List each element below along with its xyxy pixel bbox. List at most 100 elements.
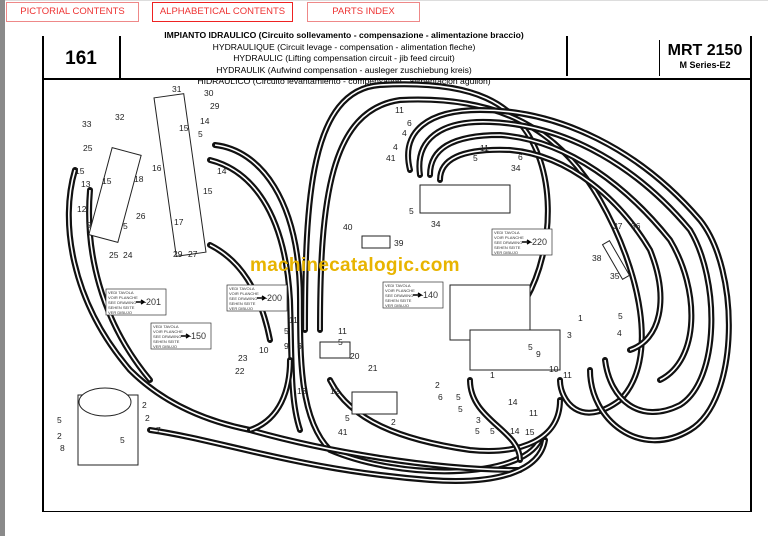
arrow-icon <box>522 239 533 245</box>
ref-line: VER DIBUJO <box>494 250 518 255</box>
callout-5: 5 <box>86 220 91 230</box>
callout-5: 5 <box>57 415 62 425</box>
hose-highlight <box>209 244 271 341</box>
hose-highlight <box>469 379 521 461</box>
hose-highlight <box>209 159 301 431</box>
ref-line: VER DIBUJO <box>108 310 132 315</box>
watermark: machinecatalogic.com <box>250 255 460 276</box>
callout-6: 6 <box>407 118 412 128</box>
ref-line: VER DIBUJO <box>229 306 253 311</box>
callout-12: 12 <box>330 386 340 396</box>
hose-highlight <box>407 109 730 442</box>
callout-5: 5 <box>458 404 463 414</box>
model-name: MRT 2150 <box>667 42 743 59</box>
callout-2: 2 <box>57 431 62 441</box>
callout-3: 3 <box>567 330 572 340</box>
callout-5: 5 <box>198 129 203 139</box>
callout-9: 9 <box>536 349 541 359</box>
callout-35: 35 <box>610 271 620 281</box>
pictorial-contents-button[interactable]: PICTORIAL CONTENTS <box>6 2 139 22</box>
ref-line: VER DIBUJO <box>153 344 177 349</box>
hose-highlight <box>429 134 693 381</box>
callout-5: 5 <box>120 435 125 445</box>
ref-page: 201 <box>146 297 161 307</box>
callout-9: 9 <box>284 341 289 351</box>
ref-page: 200 <box>267 293 282 303</box>
callout-4: 4 <box>393 142 398 152</box>
motor-cover <box>78 387 132 417</box>
callout-34: 34 <box>431 219 441 229</box>
compensation-cylinder <box>153 93 207 257</box>
ref-line: SEHEN SEITE <box>385 298 412 303</box>
hoses <box>65 81 732 484</box>
callout-26: 26 <box>136 211 146 221</box>
title-fr: HYDRAULIQUE (Circuit levage - compensati… <box>212 41 476 52</box>
callout-15: 15 <box>525 427 535 437</box>
ref-line: VEDI TAVOLA <box>108 290 134 295</box>
callout-14: 14 <box>200 116 210 126</box>
ref-page: 140 <box>423 290 438 300</box>
callout-10: 10 <box>259 345 269 355</box>
ref-line: SEE DRAWING <box>494 240 522 245</box>
hose-highlight <box>418 121 713 413</box>
callout-5: 5 <box>338 337 343 347</box>
callout-41: 41 <box>338 427 348 437</box>
page-number: 161 <box>65 48 97 69</box>
callout-34: 34 <box>511 163 521 173</box>
ref-line: VOIR PLANCHE <box>153 329 183 334</box>
callout-3: 3 <box>476 415 481 425</box>
callout-29: 29 <box>173 249 183 259</box>
ref-line: VEDI TAVOLA <box>385 283 411 288</box>
callout-24: 24 <box>123 250 133 260</box>
model-series: M Series-E2 <box>679 60 731 70</box>
callout-37: 37 <box>613 221 623 231</box>
header-separator <box>119 36 121 78</box>
left-edge <box>0 0 5 536</box>
callout-5: 5 <box>490 426 495 436</box>
callout-14: 14 <box>217 166 227 176</box>
callout-15: 15 <box>203 186 213 196</box>
drawing-frame <box>42 36 752 512</box>
callout-14: 14 <box>510 426 520 436</box>
hose-highlight <box>439 149 662 351</box>
callout-39: 39 <box>394 238 404 248</box>
header-separator <box>659 40 660 76</box>
callout-1: 1 <box>490 370 495 380</box>
callout-11: 11 <box>563 370 572 380</box>
callout-4: 4 <box>402 128 407 138</box>
control-valve-base <box>469 329 561 371</box>
header-divider <box>42 78 752 80</box>
ref-line: VEDI TAVOLA <box>494 230 520 235</box>
title-en: HYDRAULIC (Lifting compensation circuit … <box>233 53 455 63</box>
hose-highlight <box>88 189 151 381</box>
model-label: MRT 2150 M Series-E2 <box>660 42 750 70</box>
callout-6: 6 <box>438 392 443 402</box>
callout-5: 5 <box>528 342 533 352</box>
components <box>77 93 631 466</box>
arrow-icon <box>181 333 192 339</box>
callout-10: 10 <box>549 364 559 374</box>
callout-18: 18 <box>134 174 144 184</box>
hose-highlight <box>249 359 291 431</box>
callout-6: 6 <box>518 152 523 162</box>
ref-line: VOIR PLANCHE <box>385 288 415 293</box>
callout-4: 4 <box>617 328 622 338</box>
ref-line: SEE DRAWING <box>108 300 136 305</box>
arrow-icon <box>257 295 268 301</box>
callout-33: 33 <box>82 119 92 129</box>
callout-2: 2 <box>391 417 396 427</box>
lever <box>601 239 631 281</box>
callout-5: 5 <box>123 221 128 231</box>
alphabetical-contents-button[interactable]: ALPHABETICAL CONTENTS <box>152 2 293 22</box>
top-border <box>5 0 768 1</box>
parts-index-button[interactable]: PARTS INDEX <box>307 2 420 22</box>
callout-2: 2 <box>435 380 440 390</box>
bracket <box>361 235 391 249</box>
